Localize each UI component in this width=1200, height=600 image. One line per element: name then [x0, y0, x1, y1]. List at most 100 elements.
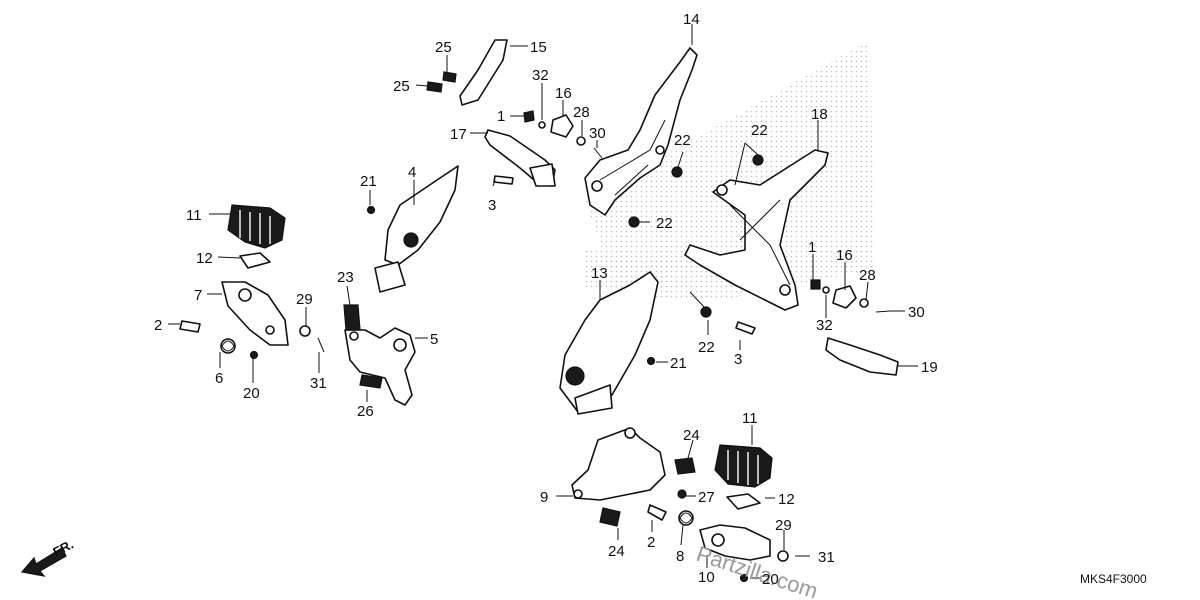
- washer-29a[interactable]: [299, 325, 311, 337]
- callout-24-bottom: 24: [608, 543, 625, 560]
- callout-22-d: 22: [698, 339, 715, 356]
- callout-12-right: 12: [778, 491, 795, 508]
- plate-16a[interactable]: [550, 114, 574, 138]
- callout-3-right: 3: [734, 351, 742, 368]
- clip-32a[interactable]: [538, 121, 546, 129]
- pin-2b[interactable]: [647, 504, 667, 521]
- callout-2-right: 2: [647, 534, 655, 551]
- frame-stipple-area: [585, 40, 875, 300]
- washer-12a[interactable]: [239, 252, 271, 269]
- callout-7: 7: [194, 287, 202, 304]
- callout-2-left: 2: [154, 317, 162, 334]
- callout-9: 9: [540, 489, 548, 506]
- callout-21-right: 21: [670, 355, 687, 372]
- spring-6[interactable]: [220, 338, 236, 354]
- pin-3a[interactable]: [493, 175, 514, 185]
- footpeg-rubber-11b[interactable]: [714, 444, 773, 488]
- callout-24-top: 24: [683, 427, 700, 444]
- callout-19: 19: [921, 359, 938, 376]
- heel-guard-13[interactable]: [559, 271, 659, 415]
- callout-28-left: 28: [573, 104, 590, 121]
- footpeg-17[interactable]: [484, 129, 556, 187]
- clip-32b[interactable]: [822, 286, 830, 294]
- callout-20-right: 20: [762, 571, 779, 588]
- footpeg-10[interactable]: [699, 524, 771, 561]
- nut-22d[interactable]: [700, 306, 712, 318]
- spring-1a[interactable]: [523, 110, 535, 123]
- callout-31-right: 31: [818, 549, 835, 566]
- callout-26: 26: [357, 403, 374, 420]
- callout-13: 13: [591, 265, 608, 282]
- callout-16-left: 16: [555, 85, 572, 102]
- callout-3-left: 3: [488, 197, 496, 214]
- callout-21-left: 21: [360, 173, 377, 190]
- plate-16b[interactable]: [832, 285, 857, 309]
- footpeg-rubber-11a[interactable]: [227, 204, 286, 249]
- callout-27: 27: [698, 489, 715, 506]
- callout-31-left: 31: [310, 375, 327, 392]
- cotter-pin-31a[interactable]: [317, 337, 325, 353]
- callout-30-left: 30: [589, 125, 606, 142]
- washer-28b[interactable]: [859, 298, 869, 308]
- callout-23: 23: [337, 269, 354, 286]
- callout-11-left: 11: [186, 207, 202, 224]
- callout-17: 17: [450, 126, 467, 143]
- nut-22b[interactable]: [752, 154, 764, 166]
- callout-30-right: 30: [908, 304, 925, 321]
- callout-32-right: 32: [816, 317, 833, 334]
- callout-18: 18: [811, 106, 828, 123]
- callout-22-c: 22: [656, 215, 673, 232]
- screw-20a[interactable]: [249, 350, 259, 360]
- screw-21a[interactable]: [366, 205, 376, 215]
- front-direction-arrow: FR.: [20, 537, 76, 577]
- callout-25-left: 25: [393, 78, 410, 95]
- screw-20b[interactable]: [739, 573, 749, 583]
- washer-12b[interactable]: [726, 493, 761, 510]
- step-bracket-18[interactable]: [684, 149, 829, 311]
- callout-20-left: 20: [243, 385, 260, 402]
- nut-22c[interactable]: [628, 216, 640, 228]
- footpeg-7[interactable]: [221, 281, 289, 346]
- spring-8[interactable]: [678, 510, 694, 526]
- callout-8: 8: [676, 548, 684, 565]
- washer-29b[interactable]: [777, 550, 789, 562]
- callout-28-right: 28: [859, 267, 876, 284]
- pin-3b[interactable]: [735, 321, 756, 335]
- bolt-23[interactable]: [343, 304, 361, 331]
- bracket-9[interactable]: [571, 427, 666, 501]
- bolt-25b[interactable]: [426, 81, 443, 93]
- step-bracket-14[interactable]: [584, 47, 698, 216]
- callout-22-a: 22: [674, 132, 691, 149]
- callout-5: 5: [430, 331, 438, 348]
- plate-15[interactable]: [459, 39, 508, 106]
- nut-22a[interactable]: [671, 166, 683, 178]
- screw-21b[interactable]: [646, 356, 656, 366]
- cotter-pin-30a[interactable]: [593, 147, 603, 159]
- footpeg-19[interactable]: [825, 337, 899, 376]
- callout-6: 6: [215, 370, 223, 387]
- screw-27[interactable]: [677, 489, 687, 499]
- pin-2a[interactable]: [179, 320, 201, 333]
- bolt-24a[interactable]: [674, 457, 696, 475]
- callout-15: 15: [530, 39, 547, 56]
- bolt-26[interactable]: [359, 374, 383, 389]
- callout-29-left: 29: [296, 291, 313, 308]
- frame-stipple-area-lower: [585, 245, 700, 290]
- callout-32-left: 32: [532, 67, 549, 84]
- leader-lines: [168, 24, 918, 579]
- bolt-25a[interactable]: [442, 71, 457, 83]
- callout-10: 10: [698, 569, 715, 586]
- washer-28a[interactable]: [576, 136, 586, 146]
- callout-1-right: 1: [808, 239, 816, 256]
- cotter-pin-30b[interactable]: [875, 310, 891, 313]
- callouts: 14 15 25 25 32 16 1 28 30 17 3 22 22 18 …: [154, 11, 938, 588]
- bolt-24b[interactable]: [599, 507, 621, 527]
- callout-29-right: 29: [775, 517, 792, 534]
- callout-25-top: 25: [435, 39, 452, 56]
- bracket-5[interactable]: [344, 327, 416, 406]
- callout-4: 4: [408, 164, 416, 181]
- heel-guard-4[interactable]: [374, 165, 459, 293]
- spring-1b[interactable]: [810, 279, 821, 290]
